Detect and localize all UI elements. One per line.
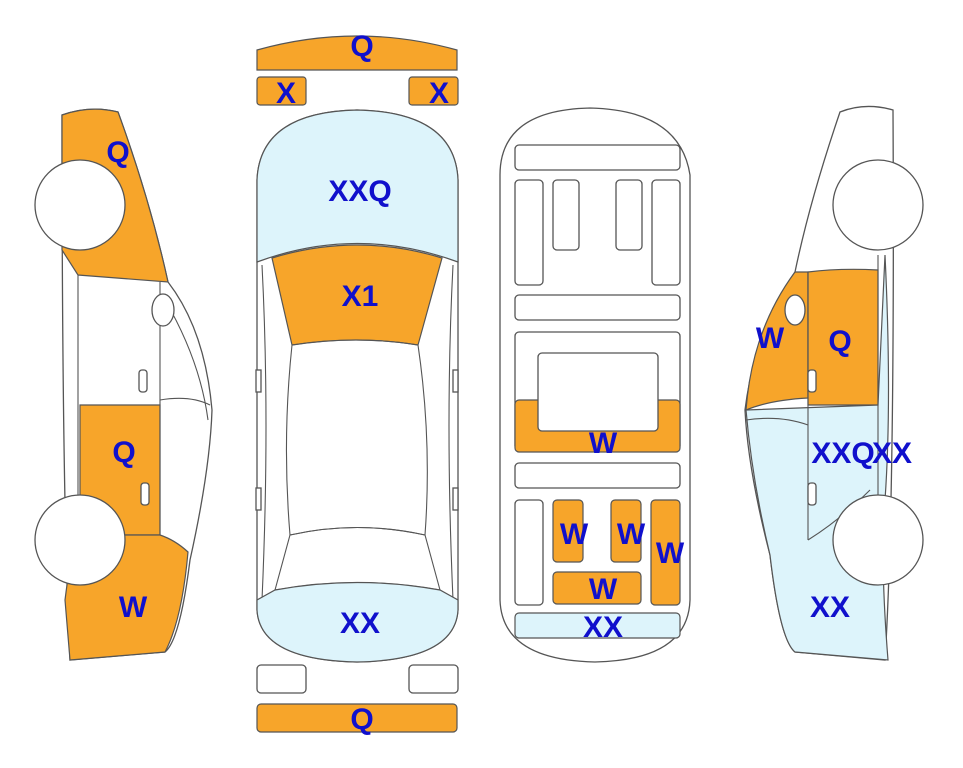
right-front-handle: [807, 369, 817, 393]
label-floor-rear-right: W: [656, 537, 685, 570]
label-left-front-fender: Q: [106, 136, 129, 169]
taillight-right: [408, 664, 459, 694]
label-headlight-left: X: [276, 77, 296, 110]
label-floor-rear-left: W: [560, 518, 589, 551]
left-front-handle: [138, 369, 148, 393]
label-rear-bumper: Q: [350, 703, 373, 736]
floor-rear-left-panel: [552, 499, 584, 563]
left-front-wheel: [34, 159, 126, 251]
right-mirror: [784, 294, 806, 326]
left-window-line-2: [159, 397, 211, 406]
taillight-left: [256, 664, 307, 694]
rear-bumper-strip: [256, 703, 458, 733]
floor-rail-inner-right: [615, 179, 643, 251]
damage-labels: Q X X XXQ X1 XX Q Q Q W W W W W W XX W Q…: [106, 30, 912, 736]
right-rear-wheel: [832, 494, 924, 586]
floor-crossbar-3: [514, 462, 681, 489]
label-headlight-right: X: [429, 77, 449, 110]
floor-rear-bottom-panel: [552, 571, 642, 605]
floor-view: [499, 107, 691, 663]
right-body-line: [448, 264, 454, 601]
label-floor-rear-panel: XX: [583, 611, 623, 644]
headlight-left: [256, 76, 307, 106]
left-side-view: [34, 108, 213, 661]
label-floor-rear-bottom: W: [589, 573, 618, 606]
left-top-mirror: [255, 369, 262, 393]
floor-front-crossbar: [514, 144, 681, 171]
label-windshield: X1: [342, 280, 379, 313]
right-side-view: [744, 105, 924, 661]
label-hood: XXQ: [328, 175, 391, 208]
floor-rail-inner-left: [552, 179, 580, 251]
label-floor-middle: W: [589, 427, 618, 460]
trunk-panel: [256, 581, 459, 663]
label-left-rear-quarter: W: [119, 591, 148, 624]
hood-panel: [256, 109, 459, 263]
left-mirror: [151, 293, 175, 327]
label-right-rear-quarter: XX: [810, 591, 850, 624]
right-front-wheel: [832, 159, 924, 251]
floor-rear-right-panel: [650, 499, 681, 606]
label-right-front-door: Q: [828, 325, 851, 358]
label-right-rear-door: XXQ: [811, 437, 874, 470]
floor-rail-left: [514, 179, 544, 286]
right-top-mirror: [452, 369, 459, 393]
left-top-handle: [255, 487, 262, 511]
floor-rail-right: [651, 179, 681, 286]
floor-crossbar-2: [514, 294, 681, 321]
label-trunk: XX: [340, 607, 380, 640]
front-bumper-strip: [256, 35, 458, 71]
label-front-bumper-strip: Q: [350, 30, 373, 63]
floor-tunnel: [537, 352, 659, 432]
label-right-rear-door-extra: XX: [872, 437, 912, 470]
right-top-handle: [452, 487, 459, 511]
headlight-right: [408, 76, 459, 106]
floor-rear-crossbar-panel: [514, 612, 681, 639]
right-rear-handle: [807, 482, 817, 506]
label-right-a-pillar: W: [756, 322, 785, 355]
top-view: [255, 35, 459, 733]
left-rear-wheel: [34, 494, 126, 586]
floor-rear-center-panel: [610, 499, 642, 563]
label-floor-rear-center: W: [617, 518, 646, 551]
right-window-line: [745, 417, 809, 426]
left-body-line: [261, 264, 267, 601]
left-rear-handle: [140, 482, 150, 506]
label-left-rear-door: Q: [112, 436, 135, 469]
floor-rear-rail-left: [514, 499, 544, 606]
